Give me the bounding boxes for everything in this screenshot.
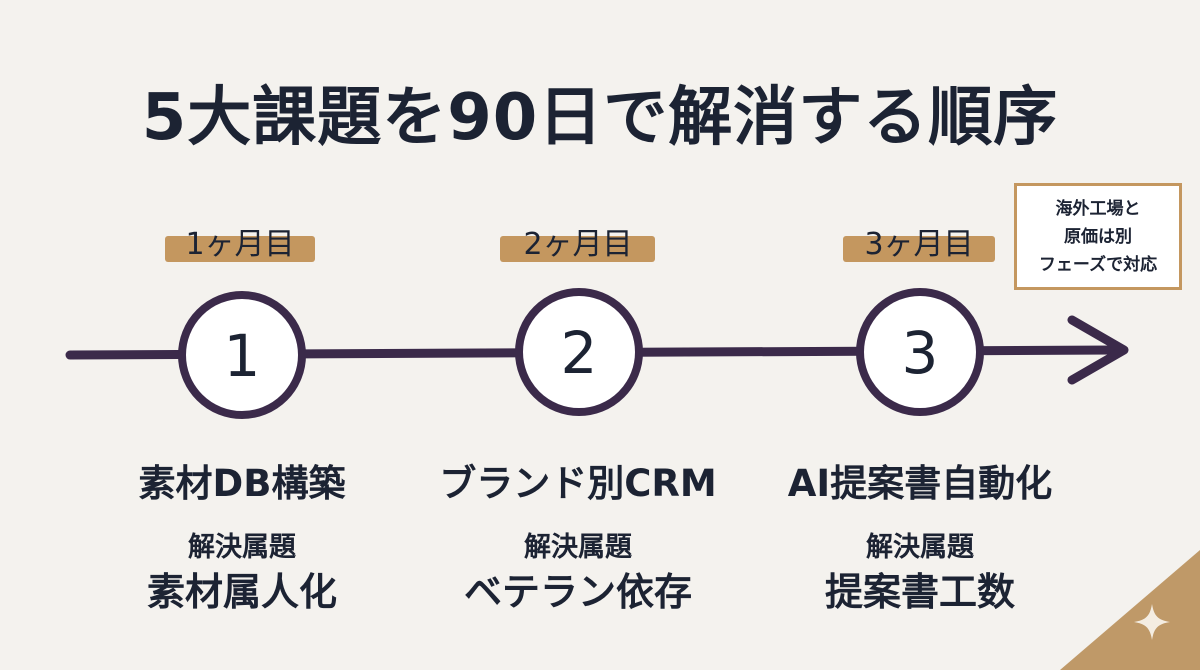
month-label-2: 2ヶ月目: [523, 227, 633, 262]
page-title: 5大課題を90日で解消する順序: [141, 81, 1059, 155]
arrow-right-icon: [1067, 315, 1129, 385]
milestone-title-1: 素材DB構築: [138, 462, 346, 505]
sparkle-icon: [1134, 604, 1170, 640]
month-highlight-2: [500, 236, 655, 262]
resolved-issue-1: 素材属人化: [146, 570, 337, 614]
resolve-label-3: 解決属題: [866, 532, 974, 563]
milestone-number-3: 3: [902, 319, 939, 387]
month-label-1: 1ヶ月目: [185, 227, 295, 262]
month-highlight-3: [843, 236, 995, 262]
note-line-2: 原価は別: [1064, 226, 1132, 247]
corner-decoration: [1060, 550, 1200, 670]
month-label-3: 3ヶ月目: [864, 227, 974, 262]
milestone-circle-3: [856, 288, 984, 416]
milestone-title-2: ブランド別CRM: [439, 462, 717, 505]
resolve-label-1: 解決属題: [188, 532, 296, 563]
note-line-3: フェーズで対応: [1038, 254, 1158, 275]
month-highlight-1: [165, 236, 315, 262]
note-box: 海外工場と 原価は別 フェーズで対応: [1014, 183, 1182, 290]
resolved-issue-2: ベテラン依存: [463, 570, 692, 614]
resolved-issue-3: 提案書工数: [824, 570, 1015, 614]
milestone-title-3: AI提案書自動化: [787, 462, 1053, 505]
resolve-label-2: 解決属題: [524, 532, 632, 563]
milestone-number-1: 1: [224, 322, 261, 390]
milestone-number-2: 2: [561, 319, 598, 387]
milestone-circle-2: [515, 288, 643, 416]
milestone-circle-1: [178, 291, 306, 419]
note-line-1: 海外工場と: [1055, 198, 1141, 219]
